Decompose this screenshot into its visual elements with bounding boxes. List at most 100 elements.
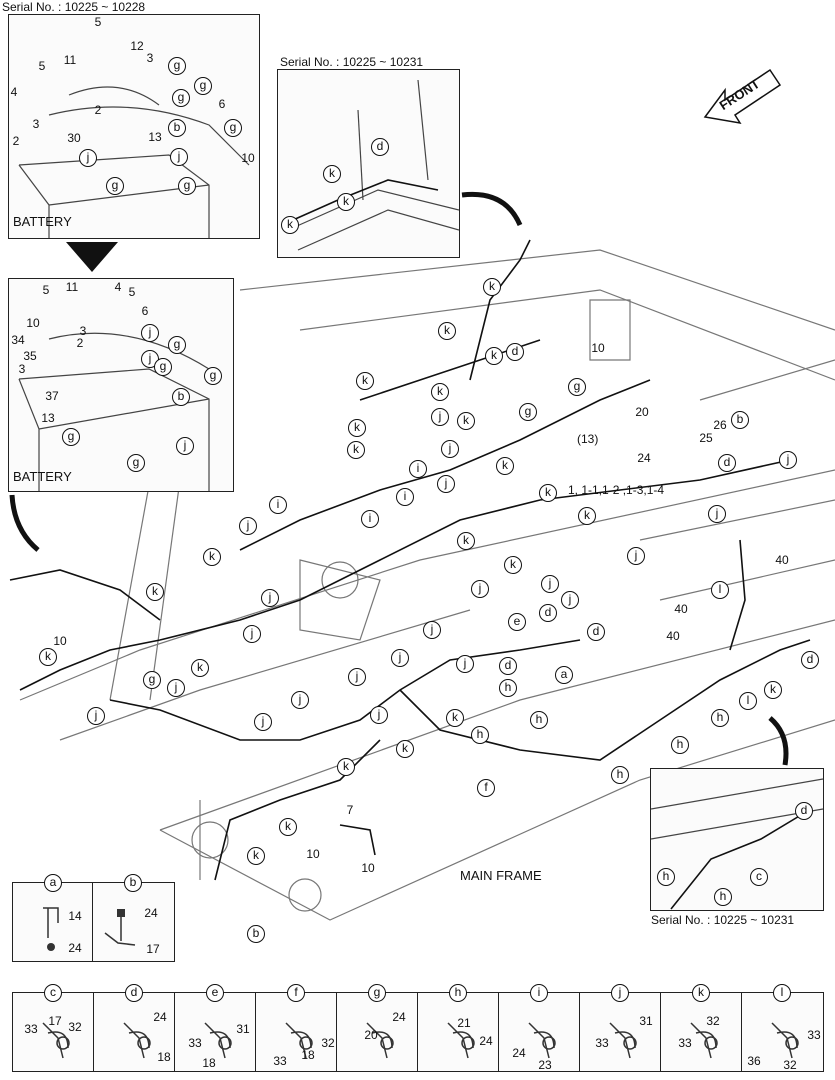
callout-letter: k [39,648,57,666]
callout-letter: d [795,802,813,820]
callout-part-number: 2 [94,103,102,117]
callout-letter: h [471,726,489,744]
callout-letter: g [168,336,186,354]
inset-top-left-title: Serial No. : 10225 ~ 10228 [2,0,146,14]
callout-part-number: 3 [18,362,26,376]
callout-letter: j [170,148,188,166]
bracket-icon [43,907,59,951]
callout-letter: d [506,343,524,361]
callout-part-number: 10 [591,341,605,355]
callout-letter: j [87,707,105,725]
callout-part-number: 35 [23,349,37,363]
callout-part-number: 6 [141,304,149,318]
callout-letter: g [568,378,586,396]
callout-letter: b [172,388,190,406]
callout-letter: g [168,57,186,75]
cab-frame-drawing [287,79,460,251]
callout-part-number: 5 [94,15,102,29]
callout-part-number: 37 [45,389,59,403]
callout-letter: j [779,451,797,469]
callout-letter: f [477,779,495,797]
callout-part-number: 3 [32,117,40,131]
callout-part-number: 2 [76,336,84,350]
callout-letter: g [154,358,172,376]
callout-letter: g [172,89,190,107]
callout-letter: c [750,868,768,886]
callout-letter: j [541,575,559,593]
callout-part-number: 5 [38,59,46,73]
detail-letter: e [206,984,224,1002]
callout-letter: e [508,613,526,631]
callout-letter: g [106,177,124,195]
part-number: 24 [512,1046,526,1060]
callout-part-number: 30 [67,131,81,145]
part-number: 33 [678,1036,692,1050]
callout-letter: j [561,591,579,609]
callout-letter: h [711,709,729,727]
clamp-icon [609,1022,637,1059]
detail-b: b 24 17 [92,874,175,962]
callout-letter: k [337,193,355,211]
callout-letter: k [457,412,475,430]
callout-letter: k [337,758,355,776]
callout-part-number: 11 [63,53,77,67]
part-number: 24 [153,1010,167,1024]
callout-letter: j [243,625,261,643]
callout-letter: j [261,589,279,607]
callout-letter: k [578,507,596,525]
part-number: 20 [364,1028,378,1042]
callout-part-number: 13 [148,130,162,144]
callout-letter: a [555,666,573,684]
detail-letter: g [368,984,386,1002]
part-number: 33 [273,1054,287,1068]
callout-letter: d [539,604,557,622]
callout-part-number: 10 [53,634,67,648]
callout-letter: h [714,888,732,906]
inset-top-left: BATTERY [8,14,260,239]
callout-letter: k [504,556,522,574]
clamp-icon [204,1022,232,1059]
clamp-icon [528,1022,556,1059]
callout-letter: k [457,532,475,550]
part-number: 33 [595,1036,609,1050]
detail-letter: c [44,984,62,1002]
callout-letter: j [239,517,257,535]
detail-letter: l [773,984,791,1002]
callout-letter: j [441,440,459,458]
callout-letter: j [391,649,409,667]
callout-letter: d [718,454,736,472]
part-number: 14 [68,909,82,923]
part-number: 18 [202,1056,216,1070]
callout-letter: k [396,740,414,758]
clamp-icon [285,1022,313,1059]
callout-part-number: 3 [79,324,87,338]
part-number: 24 [144,906,158,920]
detail-letter: f [287,984,305,1002]
callout-letter: k [764,681,782,699]
callout-part-number: 40 [775,553,789,567]
callout-part-number: 5 [128,285,136,299]
callout-letter: j [431,408,449,426]
callout-letter: k [483,278,501,296]
callout-part-number: 6 [218,97,226,111]
part-number: 32 [321,1036,335,1050]
callout-letter: j [456,655,474,673]
callout-letter: b [731,411,749,429]
callout-part-number: 26 [713,418,727,432]
callout-letter: k [496,457,514,475]
callout-part-number: 11 [65,280,79,294]
callout-letter: k [438,322,456,340]
inset-mid-left: BATTERY [8,278,234,492]
callout-letter: j [167,679,185,697]
callout-part-number: 25 [699,431,713,445]
part-number: 33 [807,1028,821,1042]
callout-letter: i [409,460,427,478]
callout-letter: h [530,711,548,729]
clamp-icon [123,1022,151,1059]
part-number: 36 [747,1054,761,1068]
callout-letter: l [711,581,729,599]
